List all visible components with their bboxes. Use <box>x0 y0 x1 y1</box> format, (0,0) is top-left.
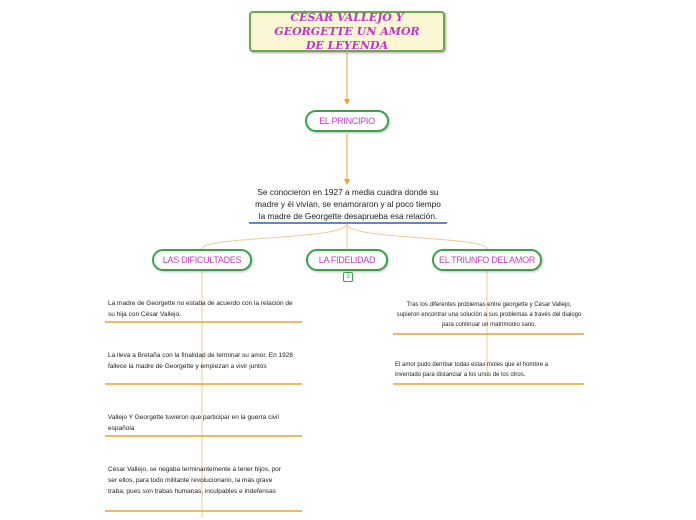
branch-curve-triunfo <box>346 223 488 250</box>
node-triunfo-label: EL TRIUNFO DEL AMOR <box>439 255 535 265</box>
note-dificultades-1: La madre de Georgette no estaba de acuer… <box>108 300 293 318</box>
node-fidelidad[interactable]: LA FIDELIDAD <box>306 249 388 271</box>
node-principio[interactable]: EL PRINCIPIO <box>305 110 389 132</box>
note-dificultades-3: Vallejo Y Georgette tuvieron que partici… <box>108 414 279 432</box>
note-dificultades-4: César Vallejo, se negaba terminantemente… <box>108 466 281 495</box>
node-dificultades-label: LAS DIFICULTADES <box>162 255 242 265</box>
collapsed-count-badge[interactable]: 3 <box>343 272 353 282</box>
node-dificultades[interactable]: LAS DIFICULTADES <box>152 249 252 271</box>
title-text: CÉSAR VALLEJO Y GEORGETTE UN AMOR DE LEY… <box>274 10 420 52</box>
principio-text: Se conocieron en 1927 a media cuadra don… <box>251 186 445 222</box>
note-triunfo-1: Tras los diferentes problemas entre geor… <box>396 302 582 328</box>
node-triunfo[interactable]: EL TRIUNFO DEL AMOR <box>432 249 542 271</box>
branch-curve-dificultades <box>201 223 348 250</box>
note-dificultades-2: La lleva a Bretaña con la finalidad de t… <box>108 352 294 370</box>
title-node[interactable]: CÉSAR VALLEJO Y GEORGETTE UN AMOR DE LEY… <box>249 11 445 52</box>
node-principio-label: EL PRINCIPIO <box>319 116 375 126</box>
note-triunfo-2: El amor pudo derribar todas estas moles … <box>395 362 549 378</box>
node-fidelidad-label: LA FIDELIDAD <box>318 255 376 265</box>
principio-text-content: Se conocieron en 1927 a media cuadra don… <box>255 187 441 221</box>
